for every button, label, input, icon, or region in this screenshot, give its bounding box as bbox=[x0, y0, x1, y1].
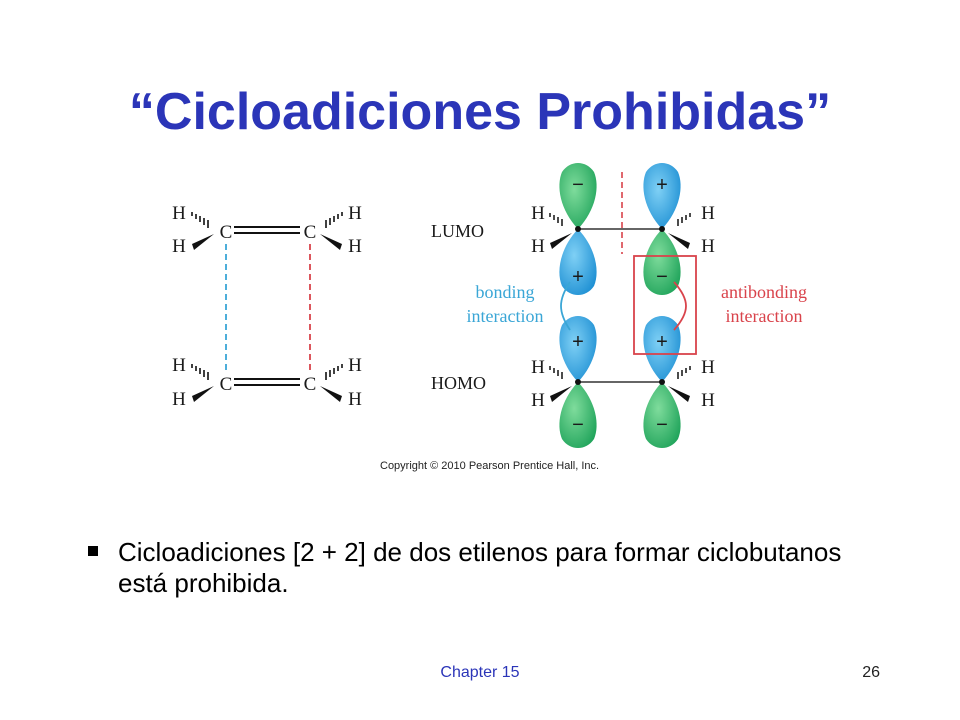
phase-sign: − bbox=[656, 414, 668, 436]
carbon-atom: C bbox=[220, 222, 233, 243]
hydrogen-atom: H bbox=[172, 203, 186, 224]
phase-sign: + bbox=[572, 331, 584, 353]
bullet-point: Cicloadiciones [2 + 2] de dos etilenos p… bbox=[88, 537, 848, 599]
hydrogen-atom: H bbox=[172, 355, 186, 376]
interaction-label: interaction bbox=[726, 306, 803, 326]
phase-sign: + bbox=[656, 331, 668, 353]
homo-label: HOMO bbox=[431, 373, 486, 393]
antibonding-label: antibonding bbox=[721, 282, 807, 302]
hydrogen-atom: H bbox=[348, 389, 362, 410]
hydrogen-atom: H bbox=[531, 390, 545, 411]
lumo-right-lower-lobe bbox=[643, 229, 681, 295]
hydrogen-atom: H bbox=[701, 390, 715, 411]
hydrogen-atom: H bbox=[348, 355, 362, 376]
orbital-diagram: C C H H H H C C H H H H bbox=[172, 163, 807, 472]
lumo-left-upper-lobe bbox=[559, 163, 597, 229]
homo-left-upper-lobe bbox=[559, 316, 597, 382]
hydrogen-atom: H bbox=[348, 203, 362, 224]
hydrogen-atom: H bbox=[701, 236, 715, 257]
bonding-label: bonding bbox=[475, 282, 534, 302]
bullet-text: Cicloadiciones [2 + 2] de dos etilenos p… bbox=[118, 537, 842, 598]
carbon-atom: C bbox=[304, 374, 317, 395]
phase-sign: − bbox=[572, 174, 584, 196]
carbon-atom: C bbox=[220, 374, 233, 395]
phase-sign: − bbox=[656, 266, 668, 288]
bullet-square-icon bbox=[88, 546, 98, 556]
interaction-label: interaction bbox=[467, 306, 544, 326]
copyright-notice: Copyright © 2010 Pearson Prentice Hall, … bbox=[380, 460, 599, 472]
antibonding-box bbox=[633, 255, 697, 355]
page-number: 26 bbox=[862, 664, 880, 681]
hydrogen-atom: H bbox=[531, 236, 545, 257]
homo-right-upper-lobe bbox=[643, 316, 681, 382]
hydrogen-atom: H bbox=[531, 203, 545, 224]
homo-right-lower-lobe bbox=[643, 382, 681, 448]
lumo-label: LUMO bbox=[431, 221, 484, 241]
bonding-arc bbox=[560, 281, 571, 331]
phase-sign: − bbox=[572, 414, 584, 436]
phase-sign: + bbox=[572, 266, 584, 288]
hydrogen-atom: H bbox=[531, 357, 545, 378]
ethylene-bottom: C C H H H H bbox=[172, 355, 362, 410]
phase-sign: + bbox=[656, 174, 668, 196]
hydrogen-atom: H bbox=[172, 236, 186, 257]
hydrogen-atom: H bbox=[348, 236, 362, 257]
antibonding-arc bbox=[673, 281, 687, 331]
hydrogen-atom: H bbox=[701, 357, 715, 378]
lumo-left-lower-lobe bbox=[559, 229, 597, 295]
homo-left-lower-lobe bbox=[559, 382, 597, 448]
hydrogen-atom: H bbox=[701, 203, 715, 224]
hydrogen-atom: H bbox=[172, 389, 186, 410]
ethylene-top: C C H H H H bbox=[172, 203, 362, 257]
slide-title: “Cicloadiciones Prohibidas” bbox=[128, 83, 832, 141]
lumo-right-upper-lobe bbox=[643, 163, 681, 229]
carbon-atom: C bbox=[304, 222, 317, 243]
chapter-label: Chapter 15 bbox=[440, 664, 520, 681]
